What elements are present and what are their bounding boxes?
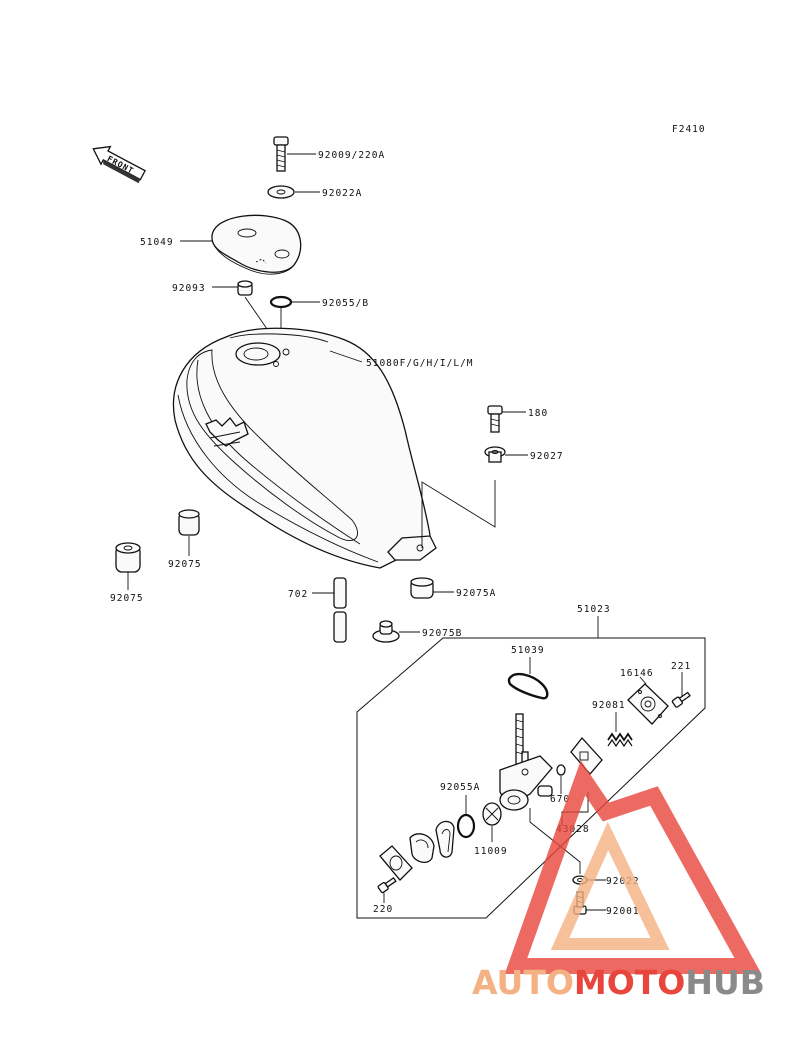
cap-plate <box>211 214 302 275</box>
label-tank: 51080F/G/H/I/L/M <box>366 358 474 369</box>
packing-plate <box>409 820 455 864</box>
label-damper-left-big: 92075 <box>110 593 144 604</box>
label-cock-assy: 51023 <box>577 604 611 615</box>
label-lever: 11009 <box>474 846 508 857</box>
washer-top <box>267 185 295 199</box>
label-damper-left-small: 92075 <box>168 559 202 570</box>
cock-assembly-frame <box>356 637 706 919</box>
watermark-part-moto: MOTO <box>574 963 685 1002</box>
label-oring-cock: 92055A <box>440 782 480 793</box>
label-cover: 16146 <box>620 668 654 679</box>
collar-right <box>484 446 506 463</box>
oring-small <box>556 764 566 776</box>
watermark-part-hub: HUB <box>685 963 765 1002</box>
figure-code: F2410 <box>672 124 706 135</box>
gasket-plate <box>379 845 413 881</box>
label-nut-left: 92093 <box>172 283 206 294</box>
fuel-tank <box>172 327 437 569</box>
bolt-top <box>273 136 289 172</box>
gasket-oval <box>507 672 549 700</box>
label-bolt-right: 180 <box>528 408 548 419</box>
label-collar-right: 92027 <box>530 451 564 462</box>
label-oring-small: 670 <box>550 794 570 805</box>
label-washer-top: 92022A <box>322 188 362 199</box>
bolt-right <box>487 405 503 433</box>
spring <box>607 732 633 748</box>
label-oring-top: 92055/B <box>322 298 369 309</box>
damper-lower <box>372 620 400 643</box>
label-bolt-bottom: 92001 <box>606 906 640 917</box>
damper-left-big <box>115 542 141 573</box>
oring-top <box>269 295 293 309</box>
oring-cock <box>456 813 476 839</box>
front-arrow-icon: FRONT <box>92 145 146 184</box>
pipe <box>333 577 347 643</box>
screw-left <box>377 876 397 894</box>
nut-left <box>237 280 253 296</box>
screw-right <box>671 691 691 708</box>
label-washer-bottom: 92022 <box>606 876 640 887</box>
watermark-logo <box>504 760 762 974</box>
label-screw-left: 220 <box>373 904 393 915</box>
watermark-text: AUTOMOTOHUB <box>472 963 765 1002</box>
label-spring: 92081 <box>592 700 626 711</box>
lever <box>482 802 502 826</box>
label-screw-right: 221 <box>671 661 691 672</box>
cover <box>627 683 669 725</box>
label-cap-plate: 51049 <box>140 237 174 248</box>
label-damper-lower: 92075B <box>422 628 462 639</box>
label-gasket-oval: 51039 <box>511 645 545 656</box>
label-pipe: 702 <box>288 589 308 600</box>
label-damper-under: 92075A <box>456 588 496 599</box>
fuel-cock-body <box>499 713 553 811</box>
diaphragm <box>570 736 603 775</box>
watermark-part-auto: AUTO <box>472 963 574 1002</box>
damper-left-small <box>178 509 200 536</box>
label-bolt-top: 92009/220A <box>318 150 385 161</box>
damper-under <box>410 577 434 599</box>
